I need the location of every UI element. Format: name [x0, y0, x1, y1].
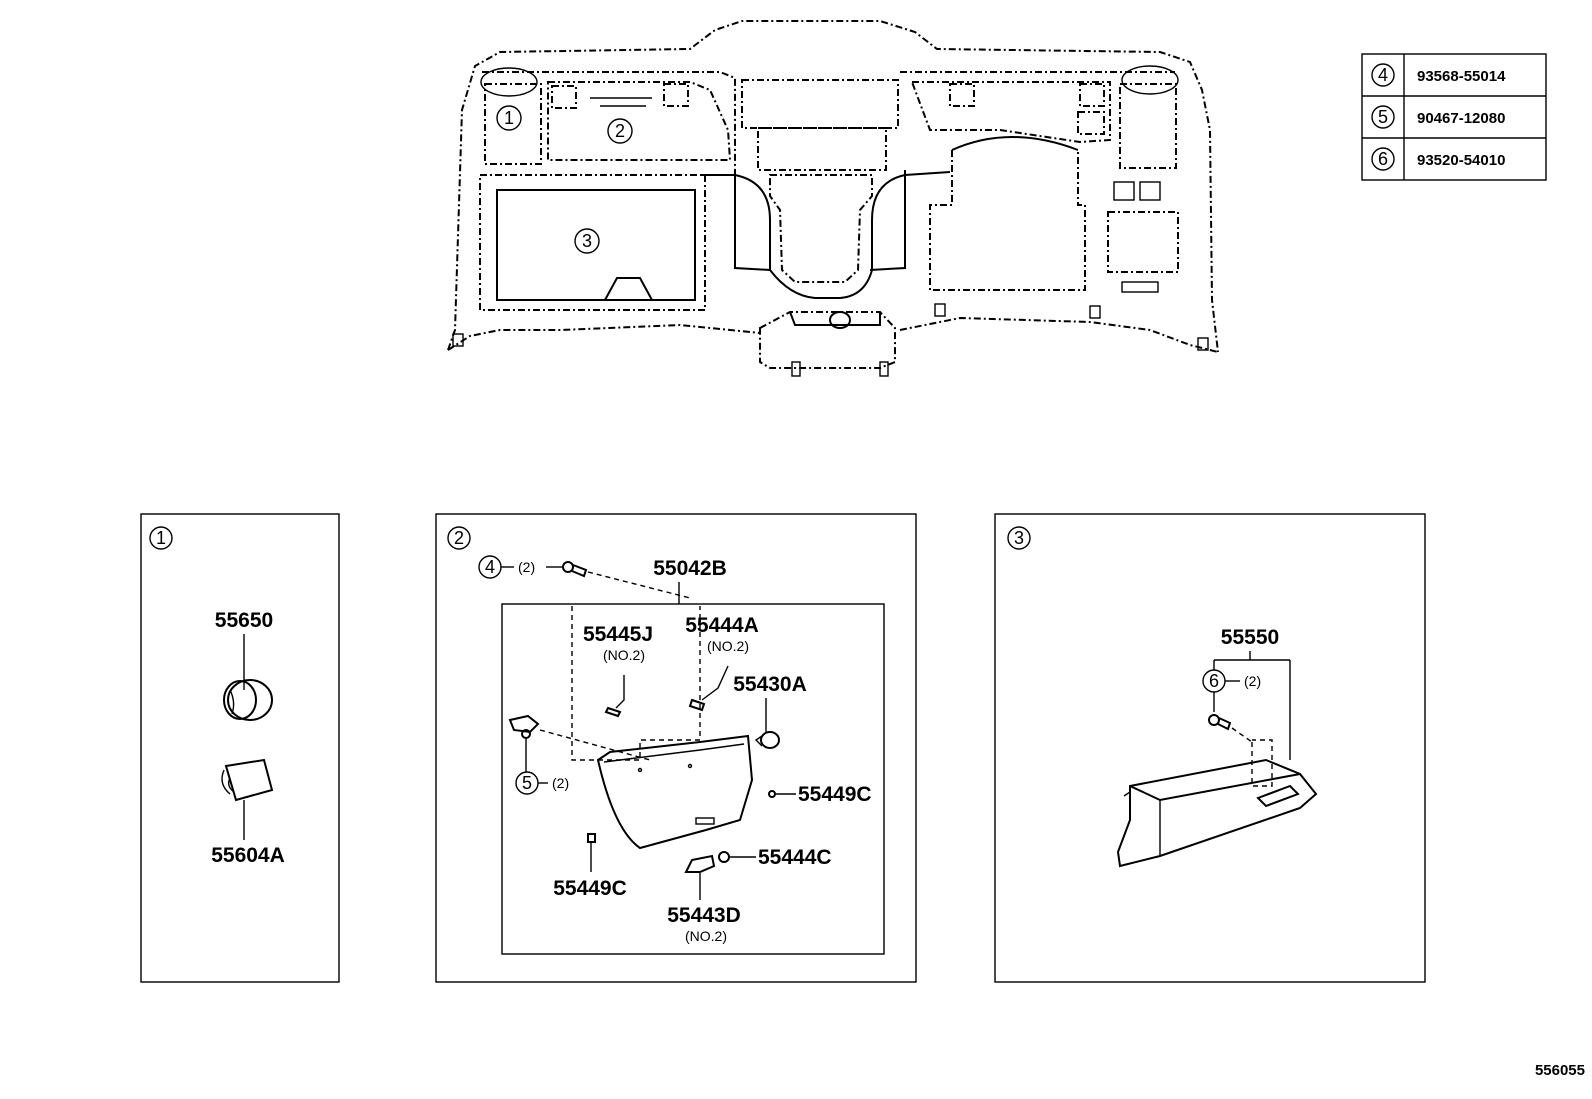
part-label-55430A: 55430A — [733, 673, 807, 696]
svg-text:93568-55014: 93568-55014 — [1417, 68, 1506, 85]
clip-5 — [508, 714, 540, 739]
panel-2-lower-panel: 2 4 (2) 55042B 55445J (NO.2) 55444A (NO.… — [435, 513, 917, 983]
svg-text:93520-54010: 93520-54010 — [1417, 152, 1505, 169]
callout-3: 3 — [574, 228, 600, 254]
glove-box-body — [1116, 758, 1318, 868]
svg-text:1: 1 — [504, 108, 514, 128]
part-number-table: 4 93568-55014 5 90467-12080 6 93520-5401… — [1361, 53, 1547, 181]
part-sublabel-55443D: (NO.2) — [685, 928, 727, 944]
part-sublabel-55445J: (NO.2) — [603, 647, 645, 663]
part-label-55444A: 55444A — [685, 614, 759, 637]
part-sublabel-55444A: (NO.2) — [707, 638, 749, 654]
vent-knob — [223, 679, 273, 721]
ref-6-qty: (2) — [1244, 673, 1261, 689]
panel-number: 2 — [454, 528, 464, 548]
ref-5: 5 — [522, 773, 532, 793]
svg-text:2: 2 — [615, 121, 625, 141]
panel-3-glove-box: 3 55550 6 (2) — [994, 513, 1426, 983]
panel-number: 3 — [1014, 528, 1024, 548]
part-label-55445J: 55445J — [583, 623, 653, 646]
screw-6 — [1208, 714, 1232, 731]
assembly-label-55042B: 55042B — [653, 557, 727, 580]
assembly-label-55550: 55550 — [1221, 626, 1279, 649]
callout-2: 2 — [607, 118, 633, 144]
figure-id: 556055 — [1535, 1062, 1585, 1079]
part-label-55650: 55650 — [215, 609, 273, 632]
part-label-55444C: 55444C — [758, 846, 832, 869]
ref-4: 4 — [485, 557, 495, 577]
vent-body — [221, 758, 274, 802]
table-row: 5 90467-12080 — [1371, 105, 1505, 129]
part-55443D-hinge — [684, 851, 730, 873]
svg-text:5: 5 — [1378, 107, 1388, 127]
svg-text:3: 3 — [582, 231, 592, 251]
instrument-panel-overview: 1 2 3 — [447, 20, 1219, 377]
ref-4-qty: (2) — [518, 559, 535, 575]
part-label-55604A: 55604A — [211, 844, 285, 867]
part-label-55449C-right: 55449C — [798, 783, 872, 806]
svg-text:4: 4 — [1378, 65, 1388, 85]
table-row: 4 93568-55014 — [1371, 63, 1506, 87]
ref-6: 6 — [1209, 671, 1219, 691]
panel-1-vent: 1 55650 55604A — [140, 513, 340, 983]
lower-panel-body — [596, 734, 754, 850]
part-label-55443D: 55443D — [667, 904, 741, 927]
svg-text:90467-12080: 90467-12080 — [1417, 110, 1505, 127]
svg-text:6: 6 — [1378, 149, 1388, 169]
panel-number: 1 — [156, 528, 166, 548]
screw-4 — [562, 561, 588, 578]
callout-1: 1 — [496, 105, 522, 131]
ref-5-qty: (2) — [552, 775, 569, 791]
part-label-55449C-left: 55449C — [553, 877, 627, 900]
table-row: 6 93520-54010 — [1371, 147, 1505, 171]
part-55430A-damper — [754, 731, 780, 749]
